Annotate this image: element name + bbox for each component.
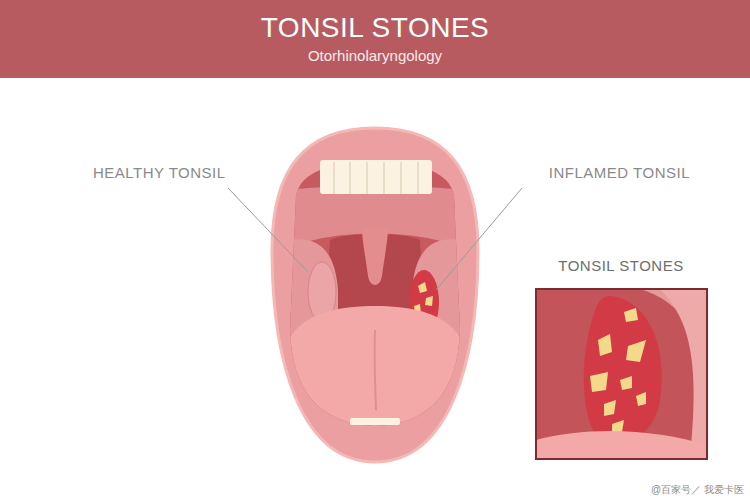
inset-frame [536,289,707,459]
tonsil-stones-inset [536,289,707,459]
lips [272,128,478,462]
upper-teeth [320,160,432,194]
leader-line [436,188,522,290]
inset-heading: TONSIL STONES [558,257,683,274]
mouth-interior [280,150,470,440]
part-label: HEALTHY TONSIL [93,164,226,181]
lower-teeth [350,418,400,425]
header-band [0,0,750,78]
watermark: @百家号／ 我爱卡医 [651,484,744,496]
part-label: INFLAMED TONSIL [549,164,690,181]
leader-line [228,188,308,272]
subtitle: Otorhinolaryngology [308,47,442,64]
title: TONSIL STONES [261,12,490,44]
